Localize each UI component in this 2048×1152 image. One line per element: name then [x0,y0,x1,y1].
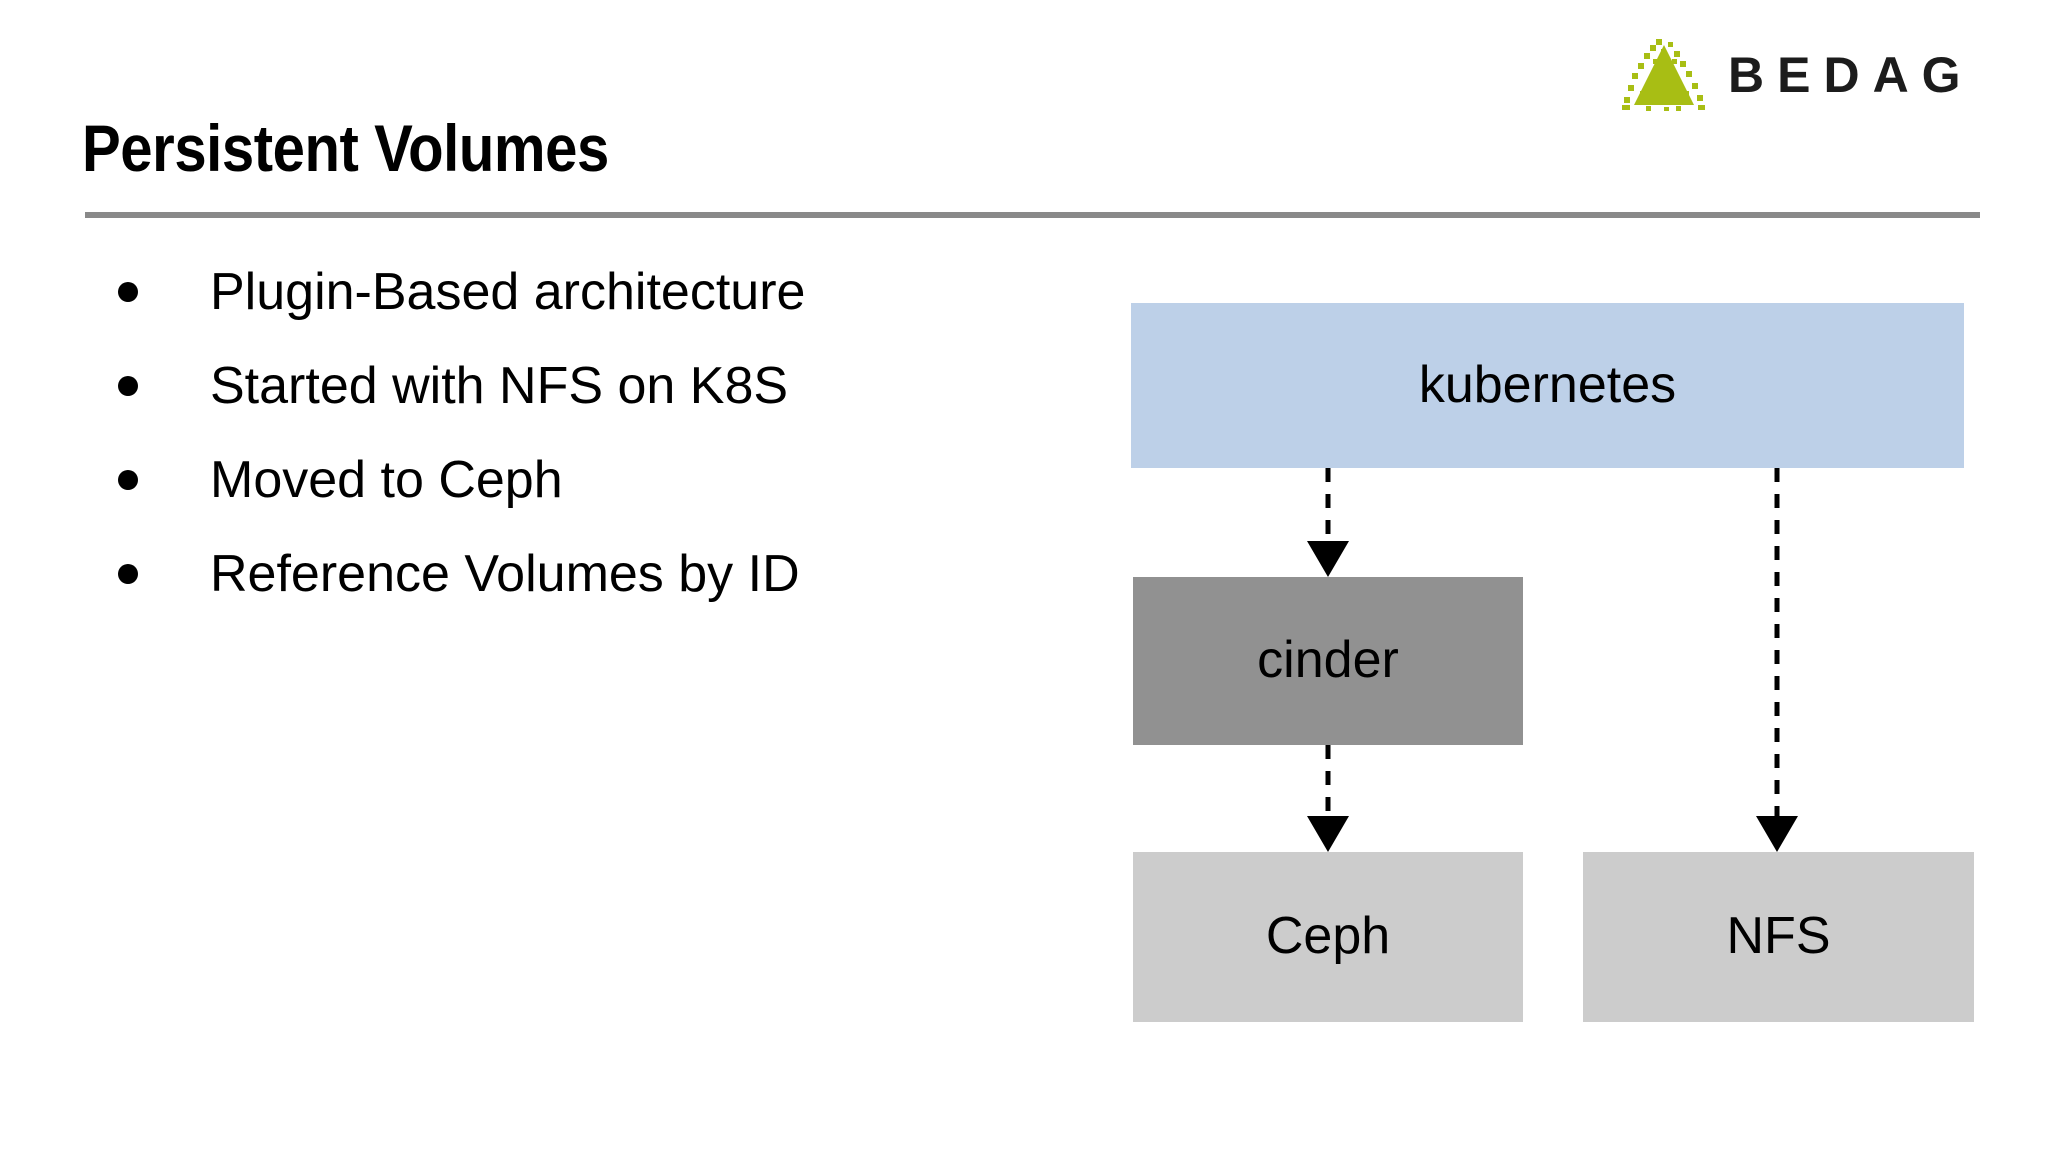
list-item: Plugin-Based architecture [118,262,978,356]
edge-cinder-ceph [1307,745,1349,852]
edge-kubernetes-nfs [1756,468,1798,852]
diagram-node-kubernetes[interactable]: kubernetes [1131,303,1964,468]
bullet-dot-icon [118,450,152,510]
diagram-node-label: kubernetes [1418,355,1677,414]
diagram-node-nfs[interactable]: NFS [1583,852,1974,1022]
storage-architecture-diagram: kubernetes cinder Ceph NFS [1131,303,1976,1025]
page-title: Persistent Volumes [82,111,609,185]
bedag-triangle-icon [1620,39,1706,111]
edge-kubernetes-cinder [1307,468,1349,577]
diagram-node-ceph[interactable]: Ceph [1133,852,1523,1022]
list-item: Started with NFS on K8S [118,356,978,450]
list-item: Reference Volumes by ID [118,544,978,638]
list-item-label: Plugin-Based architecture [210,263,806,321]
diagram-node-cinder[interactable]: cinder [1133,577,1523,745]
list-item-label: Started with NFS on K8S [210,357,789,415]
bedag-wordmark: BEDAG [1728,47,1974,103]
diagram-node-label: cinder [1257,631,1399,690]
bedag-logo: BEDAG [1620,36,2000,114]
list-item-label: Reference Volumes by ID [210,545,800,603]
list-item: Moved to Ceph [118,450,978,544]
bullet-list: Plugin-Based architecture Started with N… [118,262,978,638]
diagram-node-label: NFS [1726,907,1831,966]
title-divider [85,212,1980,218]
list-item-label: Moved to Ceph [210,451,563,509]
bullet-dot-icon [118,356,152,416]
diagram-node-label: Ceph [1265,907,1391,966]
bullet-dot-icon [118,544,152,604]
bullet-dot-icon [118,262,152,322]
